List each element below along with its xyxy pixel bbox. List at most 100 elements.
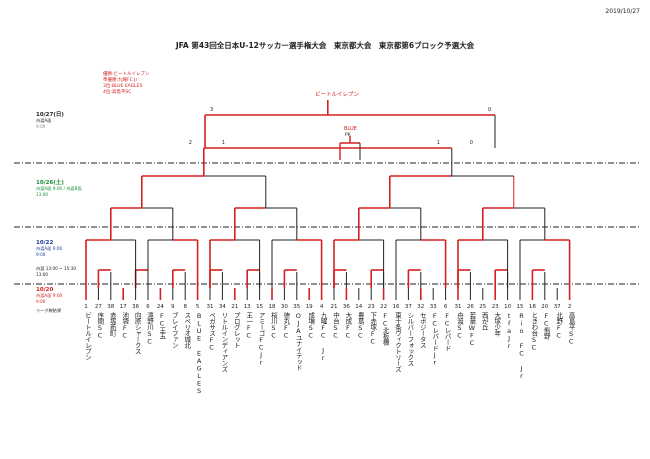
champion-label: ビートルイレブン — [315, 92, 360, 98]
round-time: 13:00 — [36, 272, 49, 277]
team-seed: 37 — [553, 304, 561, 310]
round-venue: 舟渡 13:00 ~ 15:30 — [36, 266, 77, 271]
team-name: ペガサスFC — [207, 312, 216, 351]
team-seed: 30 — [280, 304, 288, 310]
team-seed: 5 — [195, 304, 200, 310]
round-venue: 舟渡A面 9:00 — [36, 246, 63, 251]
round-info-1022: 10/22 舟渡A面 9:00 9:00 — [36, 240, 62, 258]
team-name: OJAユナイテッド — [294, 312, 303, 371]
team-seed: 2 — [567, 304, 572, 310]
team-name: 赤塚新町 — [108, 312, 117, 336]
team-seed: 10 — [504, 304, 512, 310]
semi-score: 1 — [222, 140, 225, 146]
team-seed: 26 — [466, 304, 474, 310]
team-name: プログレット — [232, 312, 241, 348]
semi-score: 0 — [470, 140, 473, 146]
team-name: 大成FC — [343, 312, 352, 339]
team-seed: 17 — [119, 304, 127, 310]
final-score: 0 — [488, 107, 491, 113]
team-name: 北野FC — [554, 312, 563, 339]
round-info-1027: 10/27(日) 舟渡A面 9:00 — [36, 112, 64, 130]
round-time: 9:00 — [36, 299, 46, 304]
team-name: tfaJr — [505, 312, 514, 350]
team-seed: 19 — [305, 304, 313, 310]
team-name: 王一FC — [244, 312, 253, 339]
round-info-1020: 10/20 舟渡A面 9:00 9:00 — [36, 287, 62, 305]
team-seed: 8 — [183, 304, 187, 310]
team-seed: 6 — [146, 304, 150, 310]
round-date: 10/27(日) — [36, 112, 64, 118]
team-seed: 20 — [541, 304, 549, 310]
team-seed: 21 — [231, 304, 239, 310]
round-date: 10/20 — [36, 287, 54, 293]
team-seed: 27 — [94, 304, 102, 310]
team-seed: 6 — [443, 304, 448, 310]
team-seed: 4 — [319, 304, 324, 310]
team-seed: 31 — [206, 304, 214, 310]
team-name: スペリオ城北 — [182, 312, 191, 348]
team-name: セボジータス — [418, 312, 427, 348]
team-seed: 25 — [479, 304, 487, 310]
team-seed: 13 — [243, 304, 251, 310]
result-1st: 優勝:ビートルイレブン — [103, 72, 150, 77]
team-seed: 18 — [268, 304, 276, 310]
team-name: FC王五 — [157, 312, 166, 339]
team-seed: 34 — [218, 304, 226, 310]
print-date: 2019/10/27 — [605, 8, 640, 15]
results-summary: 優勝:ビートルイレブン 準優勝:九曜FC Jr 3位:BLUE EAGLES 4… — [103, 72, 150, 96]
team-name: 徳丸FC — [281, 312, 290, 339]
team-name: 舟渡SC — [455, 312, 464, 339]
team-name: 序間SC — [95, 312, 104, 339]
semi-score: 2 — [189, 140, 192, 146]
team-name: Rio FC Jr — [517, 312, 526, 380]
round-venue: 舟渡A面 9:00 — [36, 293, 63, 298]
team-seed: 37 — [404, 304, 412, 310]
team-seed: 36 — [132, 304, 140, 310]
team-seed: 36 — [342, 304, 350, 310]
final-score: 3 — [210, 107, 213, 113]
league-label: リーグ戦結果 — [36, 308, 62, 313]
team-seed: 9 — [171, 304, 175, 310]
team-name: 成増SC — [306, 312, 315, 339]
team-seed: 22 — [380, 304, 388, 310]
team-name: FCレパード — [443, 312, 452, 351]
team-seed: 35 — [293, 304, 301, 310]
third-place-label: BLUE — [344, 126, 357, 132]
team-name: ビートルイレブン — [83, 312, 92, 360]
team-name: FCレパードJr — [430, 312, 439, 366]
round-time: 9:00 — [36, 124, 46, 129]
team-name: 桜川SC — [269, 312, 278, 339]
team-seed: 31 — [454, 304, 462, 310]
team-name: 向原シャークス — [133, 312, 142, 354]
team-name: 若葉WFC — [467, 312, 476, 347]
team-name: FC熊野 — [542, 312, 551, 339]
team-name: ブレイファン — [170, 312, 179, 348]
team-name: 大塚少年 — [492, 312, 501, 336]
team-name: 下赤塚FC — [368, 312, 377, 345]
team-name: 滝野川SC — [145, 312, 154, 345]
team-name: リトルインディアンズ — [219, 312, 228, 372]
team-name: アミーゴFCJr — [257, 312, 266, 366]
team-seed: 23 — [491, 304, 499, 310]
team-name: 豊島SC — [356, 312, 365, 339]
team-seed: 1 — [84, 304, 88, 310]
round-time: 13:00 — [36, 192, 49, 197]
team-seed: 21 — [330, 304, 338, 310]
round-venue: 舟渡A面 9:00 / 舟渡B面 — [36, 186, 82, 191]
team-name: 九曜FC Jr — [319, 312, 328, 362]
result-3rd: 3位:BLUE EAGLES — [103, 84, 143, 89]
team-name: 西が丘 — [480, 312, 489, 330]
team-name: 高島平SC — [567, 312, 576, 345]
team-seed: 33 — [429, 304, 437, 310]
team-name: 中台SC — [331, 312, 340, 339]
third-place-pk: PK — [345, 133, 351, 138]
team-seed: 18 — [528, 304, 536, 310]
round-date: 10/26(土) — [36, 180, 64, 186]
team-seed: 32 — [417, 304, 425, 310]
team-seed: 38 — [107, 304, 115, 310]
round-venue: 舟渡A面 — [36, 118, 52, 123]
team-name: ときわ台SC — [529, 312, 538, 351]
team-seed: 24 — [156, 304, 164, 310]
team-seed: 23 — [367, 304, 375, 310]
